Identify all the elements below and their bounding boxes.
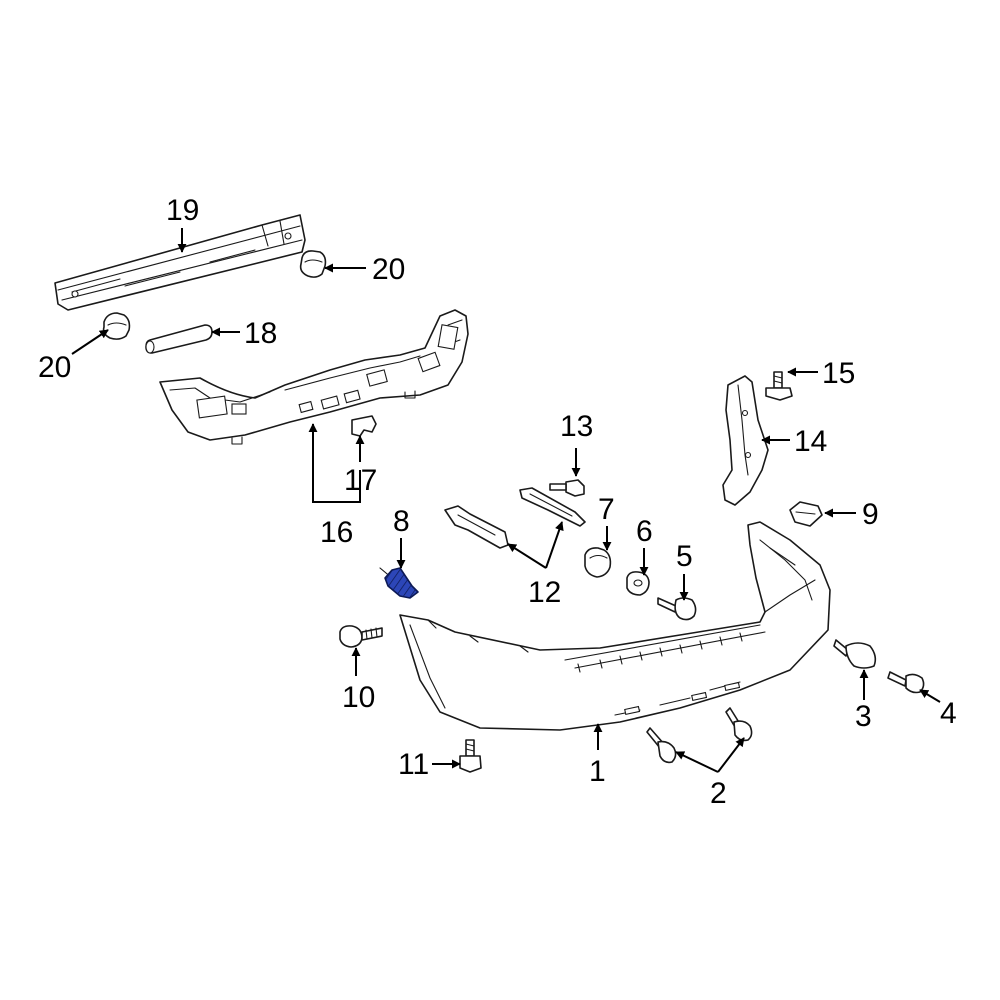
callout-3: 3: [855, 700, 872, 733]
callout-6: 6: [636, 515, 653, 548]
callout-18: 18: [244, 317, 277, 350]
callout-labels: 19 20 20 18 17 16 8 13 12 7 6 5 15 14 9 …: [38, 194, 957, 810]
part-14-side-bracket[interactable]: [722, 375, 769, 506]
leader-12a: [507, 543, 547, 569]
part-7-grommet[interactable]: [584, 547, 612, 578]
leader-4: [919, 689, 941, 703]
part-15-bolt[interactable]: [765, 371, 793, 401]
callout-2: 2: [710, 777, 727, 810]
callout-9: 9: [862, 498, 879, 531]
callout-12: 12: [528, 576, 561, 609]
callout-20-lower: 20: [38, 351, 71, 384]
part-10-bolt[interactable]: [339, 625, 383, 648]
callout-13: 13: [560, 410, 593, 443]
callout-17: 17: [344, 464, 377, 497]
part-19-reinforcement-bar[interactable]: [54, 214, 306, 311]
part-18-rod[interactable]: [145, 324, 213, 354]
leader-12b: [545, 521, 564, 569]
callout-15: 15: [822, 357, 855, 390]
part-3-push-clip[interactable]: [833, 639, 877, 669]
leader-20-lower: [71, 329, 109, 355]
callout-5: 5: [676, 540, 693, 573]
part-20-pad-upper[interactable]: [299, 250, 327, 278]
callout-20-upper: 20: [372, 253, 405, 286]
callout-1: 1: [589, 755, 606, 788]
callout-11: 11: [398, 748, 429, 781]
part-20-pad-lower[interactable]: [102, 312, 131, 340]
part-16-energy-absorber[interactable]: [159, 309, 469, 445]
callout-10: 10: [342, 681, 375, 714]
part-9-clip[interactable]: [789, 501, 823, 527]
leader-16: [312, 428, 361, 503]
part-2-screw-right[interactable]: [725, 707, 753, 742]
part-12-retainer-right[interactable]: [519, 487, 586, 527]
part-4-screw[interactable]: [887, 671, 925, 694]
part-8-bracket-highlighted[interactable]: [379, 567, 419, 599]
part-6-nut[interactable]: [626, 571, 650, 596]
callout-14: 14: [794, 425, 827, 458]
part-5-screw[interactable]: [657, 597, 697, 621]
part-13-clip[interactable]: [549, 479, 585, 497]
part-17-bracket[interactable]: [351, 415, 377, 437]
part-11-bolt[interactable]: [459, 739, 482, 773]
part-2-screw-left[interactable]: [646, 727, 677, 764]
leader-2b: [717, 737, 745, 773]
callout-19: 19: [166, 194, 199, 227]
part-12-retainer-left[interactable]: [444, 505, 509, 549]
callout-7: 7: [598, 493, 615, 526]
leader-lines: [71, 228, 941, 773]
callout-8: 8: [393, 505, 410, 538]
callout-16: 16: [320, 516, 353, 549]
part-1-bumper-cover[interactable]: [399, 521, 831, 731]
callout-4: 4: [940, 697, 957, 730]
leader-2a: [675, 751, 719, 773]
